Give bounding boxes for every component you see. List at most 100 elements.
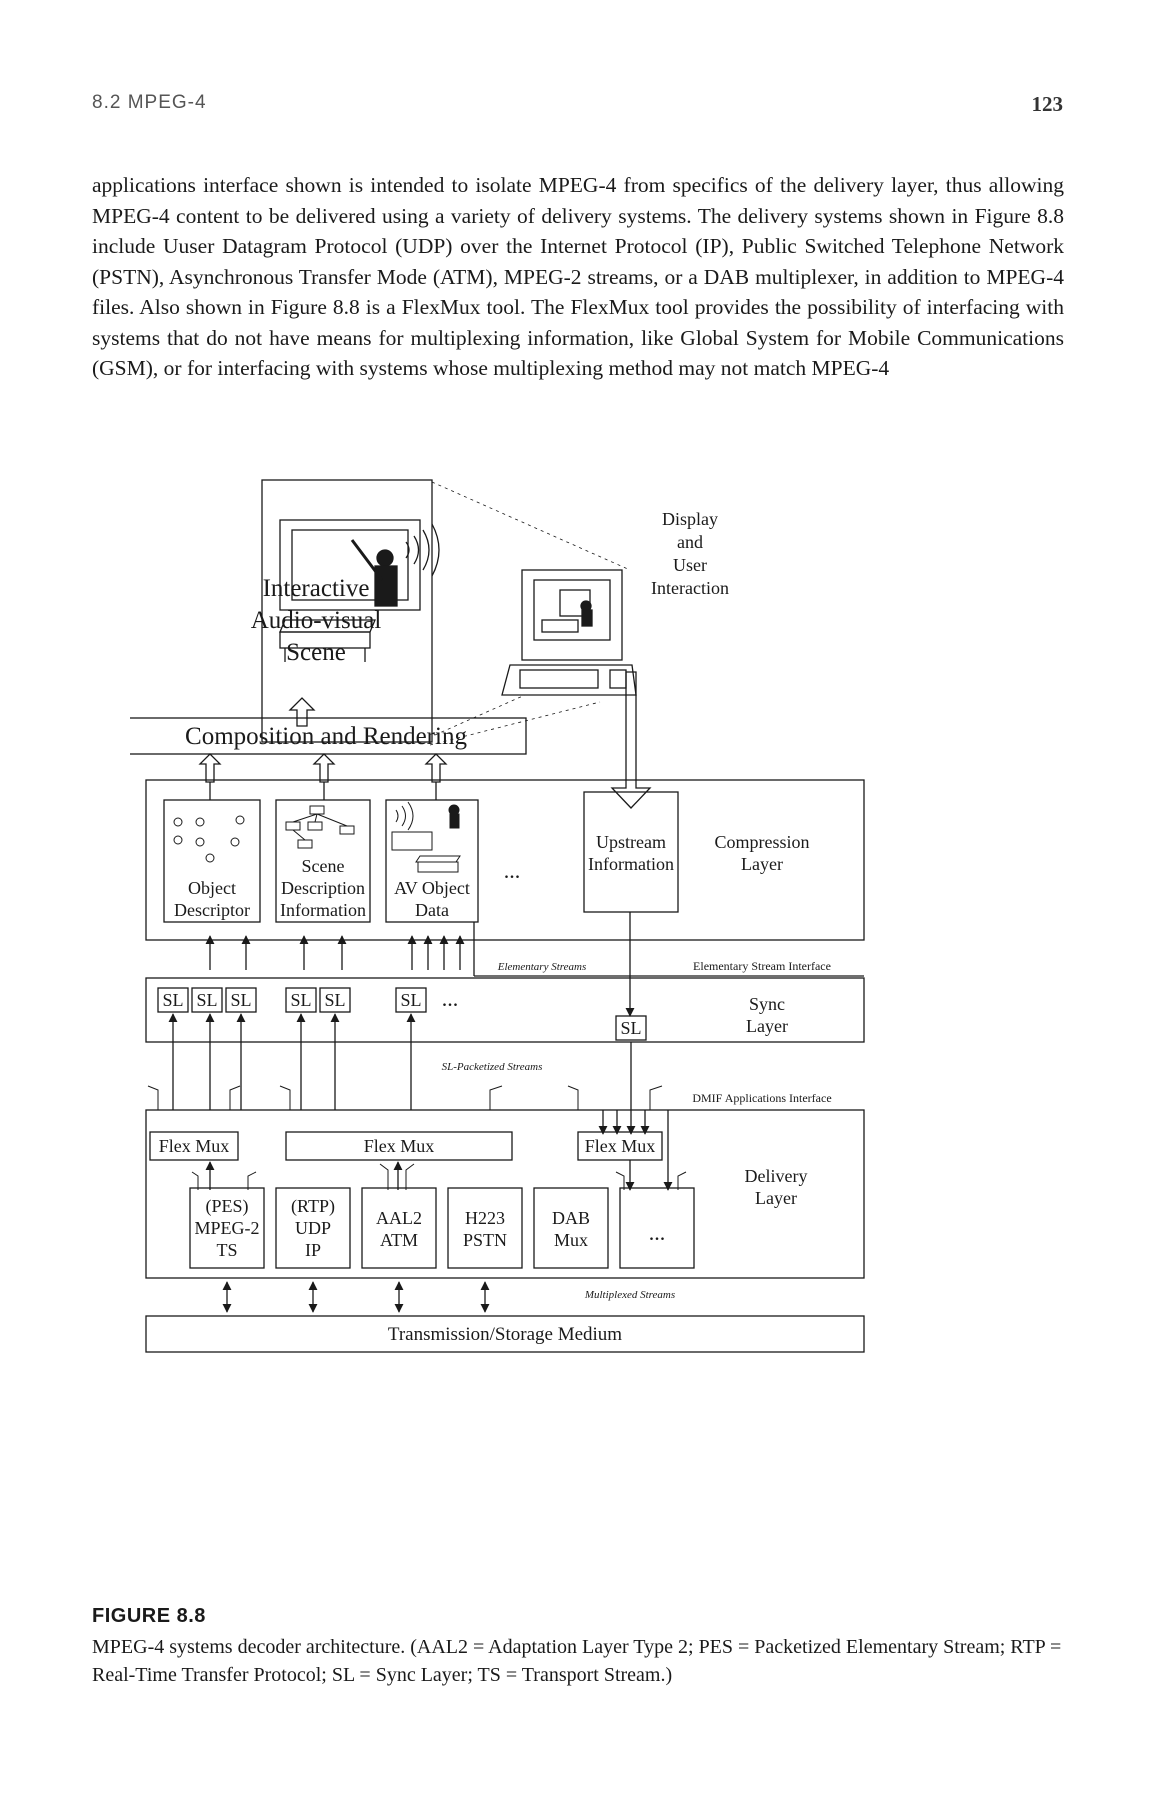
delivery-box-udp — [275, 1187, 351, 1269]
flexmux-box — [285, 1131, 513, 1161]
svg-text:Layer: Layer — [741, 854, 783, 874]
sl-box — [615, 1015, 647, 1041]
upstream-arrow — [610, 671, 652, 809]
svg-text:UDP: UDP — [295, 1218, 331, 1238]
sl-box — [157, 987, 189, 1013]
display-label: Display — [662, 509, 718, 529]
delivery-box-more — [619, 1187, 695, 1269]
svg-text:Data: Data — [415, 900, 449, 920]
sl-packetized-lines — [168, 1013, 650, 1135]
delivery-layer-box — [145, 1109, 865, 1279]
svg-text:SL: SL — [230, 990, 251, 1010]
delivery-box-atm — [361, 1187, 437, 1269]
elementary-stream-lines — [205, 912, 864, 1017]
svg-text:Information: Information — [280, 900, 366, 920]
svg-text:SL: SL — [290, 990, 311, 1010]
composition-label: Composition and Rendering — [185, 723, 467, 750]
section-title: 8.2 MPEG-4 — [92, 92, 207, 113]
svg-text:AAL2: AAL2 — [376, 1208, 422, 1228]
dmif-brackets — [147, 1085, 663, 1110]
compression-label: Compression — [714, 832, 809, 852]
svg-text:(RTP): (RTP) — [291, 1196, 335, 1217]
scene-monitor — [279, 519, 421, 611]
transmission-box — [145, 1315, 865, 1353]
svg-text:Information: Information — [588, 854, 674, 874]
svg-text:Flex Mux: Flex Mux — [585, 1136, 656, 1156]
object-symbols-icon — [173, 815, 245, 863]
flexmux-label: Flex Mux — [159, 1136, 230, 1156]
es-interface-label: Elementary Stream Interface — [693, 959, 831, 973]
svg-text:ATM: ATM — [380, 1230, 418, 1250]
elementary-streams-label: Elementary Streams — [497, 961, 587, 973]
sync-layer-label: Sync — [749, 994, 785, 1014]
scene-description-box — [275, 799, 371, 923]
sound-waves-icon — [405, 523, 440, 577]
svg-text:SL: SL — [400, 990, 421, 1010]
upstream-label: Upstream — [596, 832, 666, 852]
svg-text:H223: H223 — [465, 1208, 505, 1228]
svg-text:Interaction: Interaction — [651, 578, 729, 598]
scene-label-2: Audio-visual — [251, 607, 382, 634]
running-head: 8.2 MPEG-4 123 — [92, 92, 1063, 118]
scene-label-1: Interactive — [263, 575, 370, 602]
paragraph: applications interface shown is intended… — [92, 173, 1064, 380]
computer-icon — [501, 569, 637, 696]
object-descriptor-box — [163, 799, 261, 923]
svg-text:Flex Mux: Flex Mux — [364, 1136, 435, 1156]
delivery-box-label: (PES) — [205, 1196, 248, 1217]
dmif-label: DMIF Applications Interface — [692, 1091, 831, 1105]
tree-icon — [285, 805, 355, 849]
flexmux-box — [577, 1131, 663, 1161]
svg-text:IP: IP — [305, 1240, 321, 1260]
svg-text:PSTN: PSTN — [463, 1230, 507, 1250]
svg-text:and: and — [677, 532, 703, 552]
delivery-box-pstn — [447, 1187, 523, 1269]
sl-box — [319, 987, 351, 1013]
scene-frame — [261, 479, 433, 743]
scene-description-label: Scene — [302, 856, 345, 876]
svg-text:SL: SL — [620, 1018, 641, 1038]
mpeg4-decoder-diagram: Interactive Audio-visual Scene Display a… — [130, 479, 865, 1353]
sl-label: SL — [162, 990, 183, 1010]
svg-text:Layer: Layer — [746, 1016, 788, 1036]
svg-text:Layer: Layer — [755, 1188, 797, 1208]
av-symbols-icon — [391, 801, 461, 873]
svg-text:TS: TS — [216, 1240, 237, 1260]
svg-text:DAB: DAB — [552, 1208, 590, 1228]
sl-box — [191, 987, 223, 1013]
svg-text:Descriptor: Descriptor — [174, 900, 250, 920]
presenter-icon — [350, 539, 398, 607]
flexmux-box — [149, 1131, 239, 1161]
body-text: applications interface shown is intended… — [92, 170, 1064, 384]
svg-text:...: ... — [442, 986, 459, 1011]
sl-box — [225, 987, 257, 1013]
svg-text:Mux: Mux — [554, 1230, 588, 1250]
svg-text:SL: SL — [196, 990, 217, 1010]
svg-text:SL: SL — [324, 990, 345, 1010]
table-icon — [279, 619, 376, 662]
sl-box — [285, 987, 317, 1013]
transmission-label: Transmission/Storage Medium — [388, 1324, 622, 1345]
compression-layer-box — [145, 779, 865, 941]
av-object-label: AV Object — [394, 878, 470, 898]
more-objects: ... — [504, 858, 521, 883]
figure-caption: MPEG-4 systems decoder architecture. (AA… — [92, 1636, 1062, 1686]
sl-box — [395, 987, 427, 1013]
scene-label-3: Scene — [286, 639, 346, 666]
figure-label: FIGURE 8.8 — [92, 1605, 206, 1627]
composition-box — [130, 717, 527, 755]
sync-layer-box — [145, 977, 865, 1043]
delivery-box-mpeg2 — [189, 1187, 265, 1269]
sl-packetized-label: SL-Packetized Streams — [442, 1061, 543, 1073]
svg-text:MPEG-2: MPEG-2 — [194, 1218, 259, 1238]
multiplexed-streams-label: Multiplexed Streams — [584, 1289, 675, 1301]
multiplexed-stream-arrows — [222, 1281, 490, 1313]
delivery-layer-label: Delivery — [745, 1166, 808, 1186]
svg-text:...: ... — [649, 1220, 666, 1245]
object-descriptor-label: Object — [188, 878, 236, 898]
svg-text:User: User — [673, 555, 707, 575]
svg-text:Description: Description — [281, 878, 365, 898]
scene-up-arrow — [288, 697, 316, 727]
upstream-info-box — [583, 791, 679, 913]
page-number: 123 — [1031, 92, 1064, 116]
